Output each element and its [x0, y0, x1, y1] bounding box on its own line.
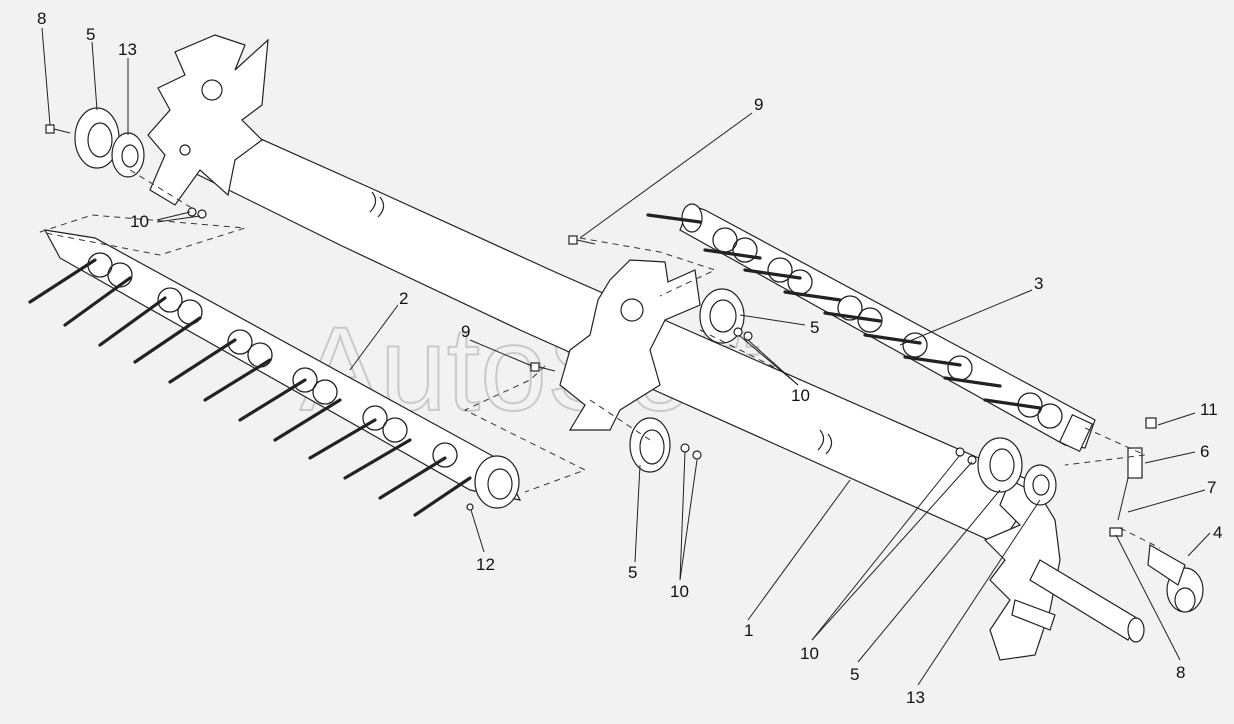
callout-6: 6	[1200, 442, 1209, 461]
callout-5-bottom-left: 5	[628, 563, 637, 582]
callout-10-middle: 10	[791, 386, 810, 405]
callout-13-bottom: 13	[906, 688, 925, 707]
bearing-housings	[74, 107, 1204, 613]
leader-lines	[41, 27, 1211, 686]
callout-8-bottom: 8	[1176, 663, 1185, 682]
right-spider-disc-and-shaft	[983, 479, 1145, 661]
callout-10-bottom-right: 10	[800, 644, 819, 663]
left-spider-disc	[147, 34, 269, 206]
callout-5-top: 5	[86, 25, 95, 44]
callout-3: 3	[1034, 274, 1043, 293]
callout-12: 12	[476, 555, 495, 574]
callout-10-bottom-left: 10	[670, 582, 689, 601]
callout-9-top: 9	[754, 95, 763, 114]
callout-8-top: 8	[37, 9, 46, 28]
callout-5-middle: 5	[810, 318, 819, 337]
callout-5-bottom-right: 5	[850, 665, 859, 684]
callout-labels: 8 5 13 10 9 2 9 3 5 10 11 6 7 4 12 5 10 …	[37, 9, 1222, 707]
callout-10-left: 10	[130, 212, 149, 231]
callout-2: 2	[399, 289, 408, 308]
callout-13-top: 13	[118, 40, 137, 59]
callout-7: 7	[1207, 478, 1216, 497]
middle-spider-disc	[559, 259, 701, 431]
callout-9-middle: 9	[461, 322, 470, 341]
callout-1: 1	[744, 621, 753, 640]
callout-4: 4	[1213, 523, 1222, 542]
right-tine-bar	[646, 203, 1096, 453]
callout-11: 11	[1200, 400, 1218, 419]
left-tine-bar	[28, 229, 522, 517]
